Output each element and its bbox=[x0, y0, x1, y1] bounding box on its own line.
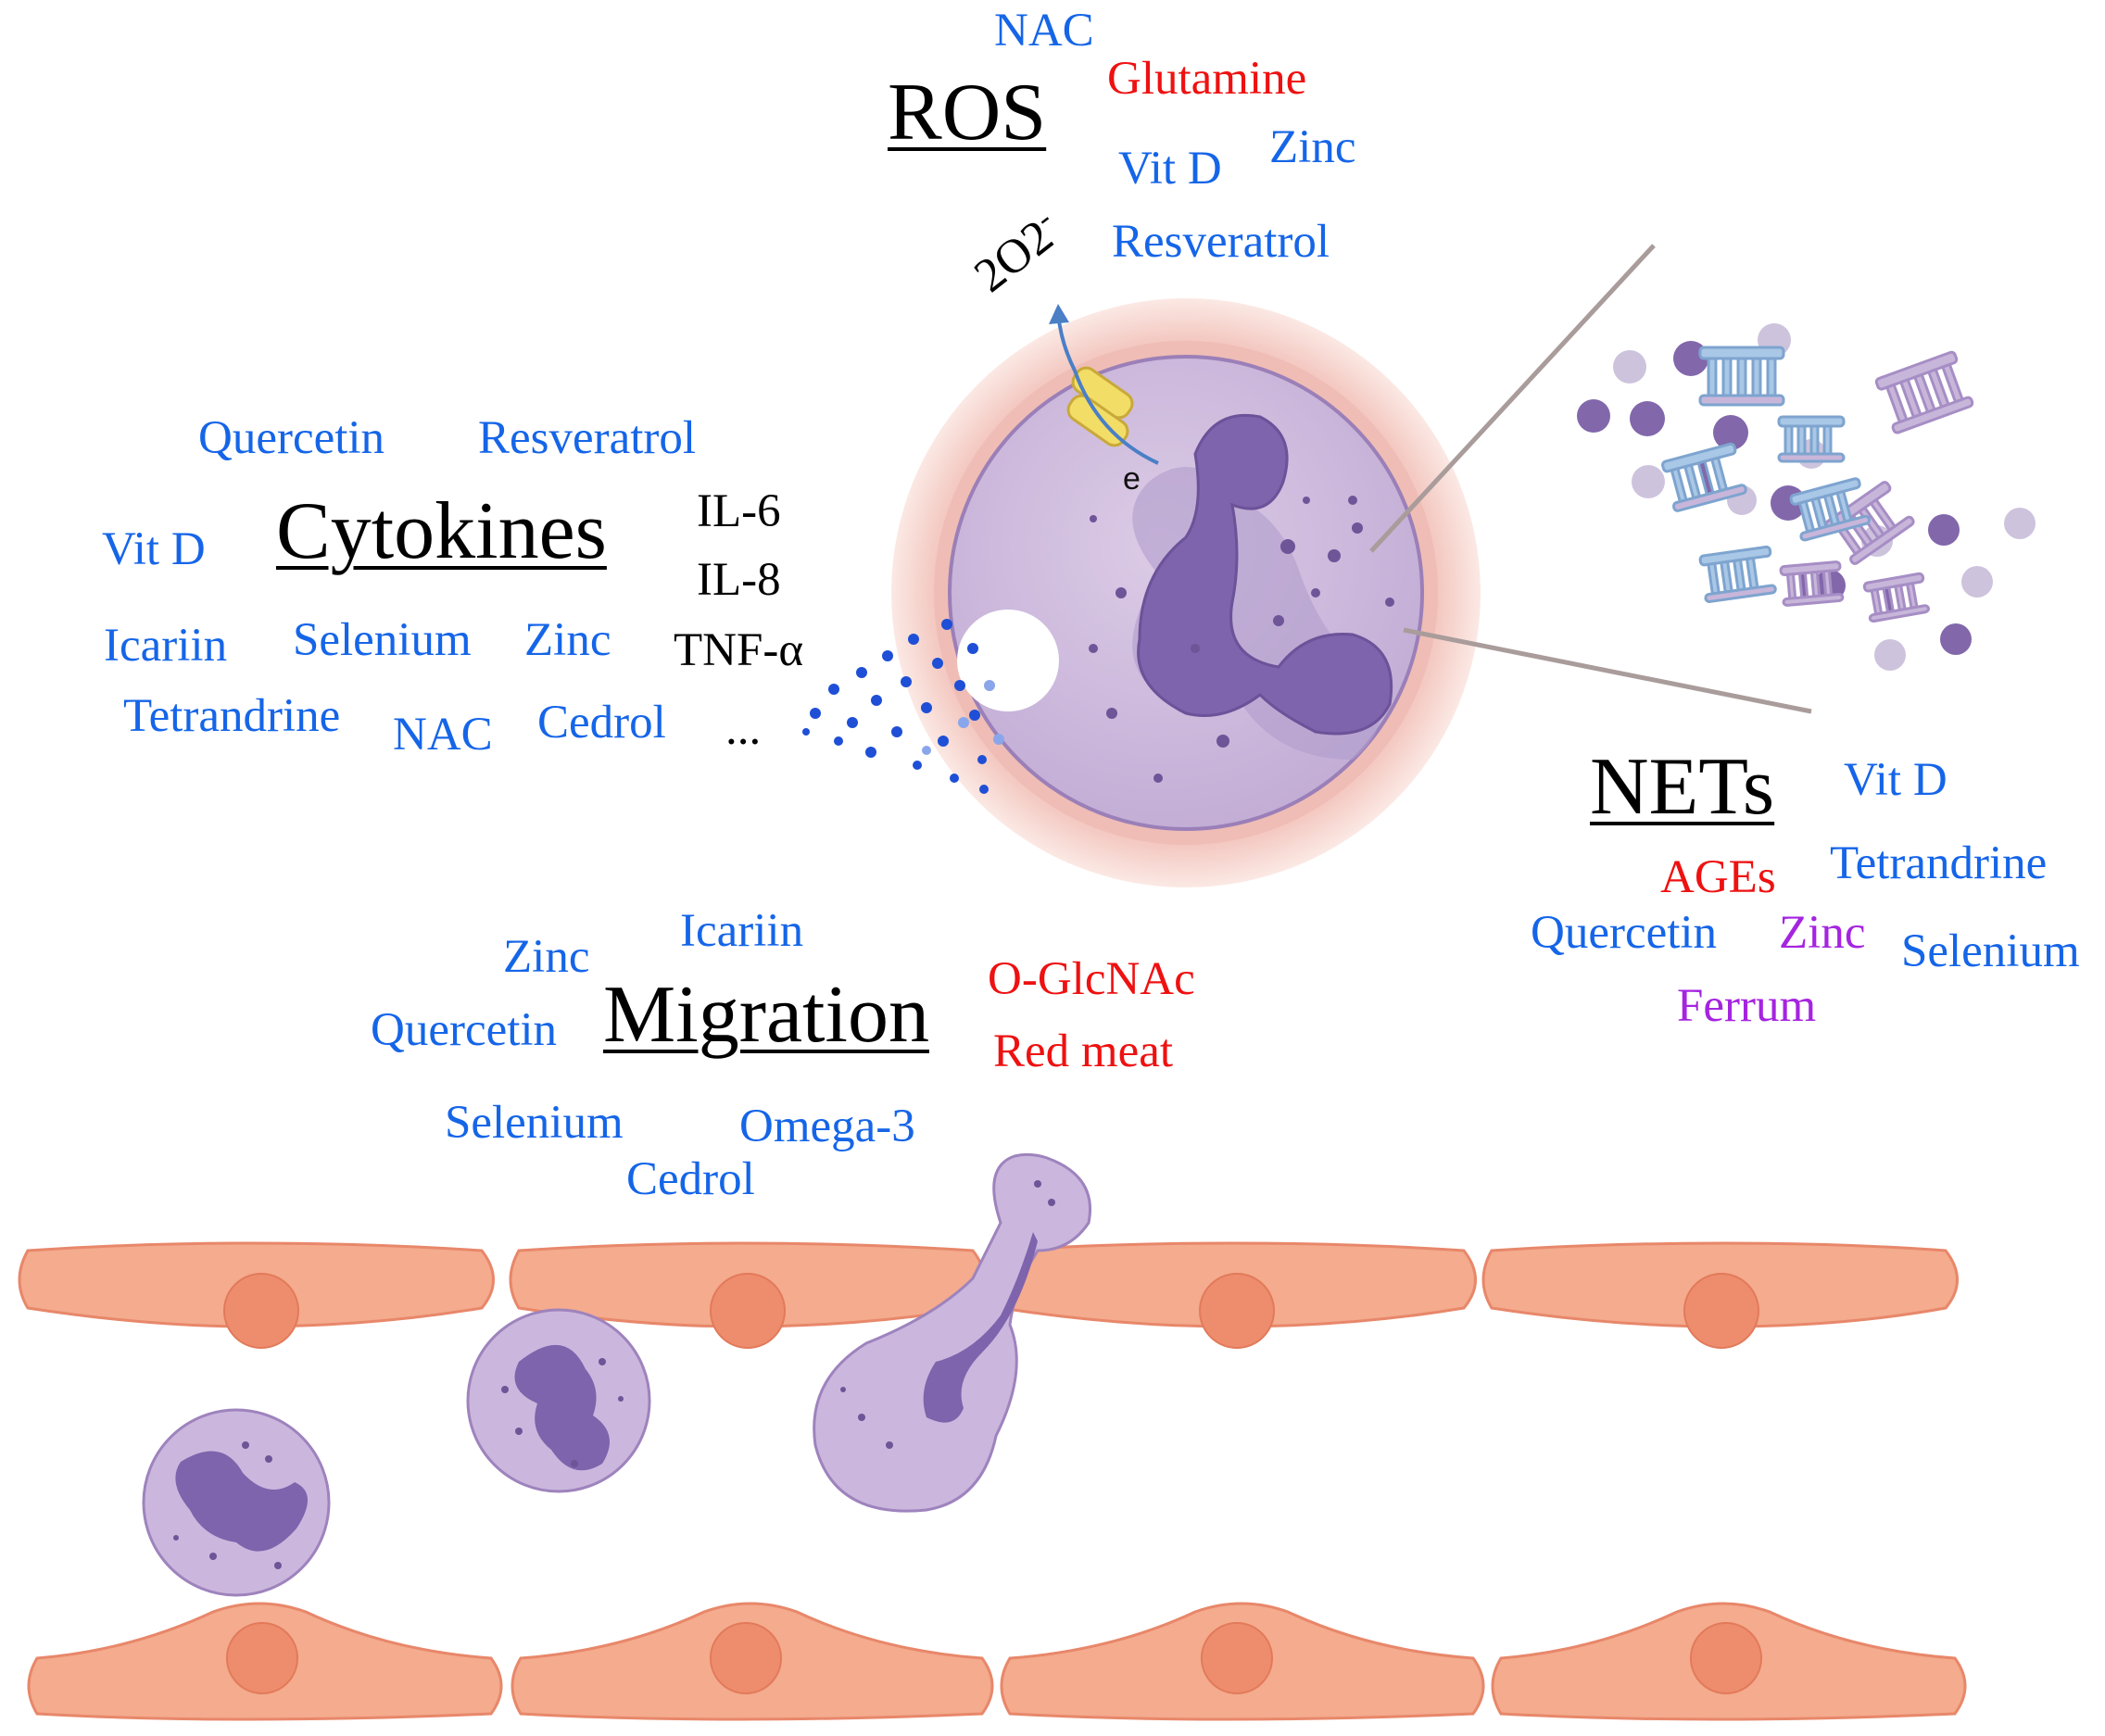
cytokine-agent-tetrandrine: Tetrandrine bbox=[123, 690, 341, 742]
migration-agent-o-glcnac: O-GlcNAc bbox=[988, 953, 1195, 1005]
central-neutrophil bbox=[891, 298, 1481, 887]
electron-flow-arrow bbox=[1056, 312, 1159, 465]
cytokine-agent-selenium: Selenium bbox=[293, 614, 472, 666]
migration-agent-zinc: Zinc bbox=[503, 931, 590, 983]
nets-agent-tetrandrine: Tetrandrine bbox=[1830, 837, 2048, 889]
migration-agent-red-meat: Red meat bbox=[993, 1025, 1174, 1077]
cytokine-tnf-alpha: TNF-α bbox=[674, 624, 804, 676]
migration-agent-quercetin: Quercetin bbox=[371, 1004, 558, 1056]
cytokine-il6: IL-6 bbox=[697, 485, 781, 537]
ros-agent-resveratrol: Resveratrol bbox=[1112, 216, 1330, 268]
nets-agent-zinc: Zinc bbox=[1779, 907, 1866, 959]
nets-agent-selenium: Selenium bbox=[1901, 925, 2080, 977]
zoom-line bbox=[1369, 244, 1656, 553]
endothelium-bottom-row bbox=[27, 1602, 1967, 1721]
migration-heading: Migration bbox=[603, 970, 929, 1060]
neutrophil-transmigrating bbox=[813, 1152, 1091, 1513]
net-dna-histone-icons bbox=[1661, 346, 1974, 623]
cytokine-release-dots bbox=[802, 619, 989, 794]
migration-agent-selenium: Selenium bbox=[445, 1097, 624, 1149]
ros-heading: ROS bbox=[888, 68, 1047, 157]
endothelial-nuclei-top bbox=[223, 1273, 1759, 1349]
zoom-line bbox=[1403, 627, 1812, 714]
neutrophil-adhering bbox=[466, 1308, 651, 1493]
ros-agent-zinc: Zinc bbox=[1269, 121, 1356, 173]
migration-agent-cedrol: Cedrol bbox=[626, 1153, 755, 1205]
membrane-opening bbox=[957, 610, 1059, 711]
endothelial-nuclei-bottom bbox=[226, 1622, 1762, 1694]
nets-heading: NETs bbox=[1590, 742, 1775, 832]
nets-agent-ferrum: Ferrum bbox=[1677, 980, 1817, 1032]
cytokine-agent-cedrol: Cedrol bbox=[537, 697, 666, 748]
ros-agent-glutamine: Glutamine bbox=[1107, 53, 1307, 105]
cytokine-il8: IL-8 bbox=[697, 554, 781, 606]
ros-agent-vit-d: Vit D bbox=[1118, 143, 1222, 195]
cytokine-ellipsis: ... bbox=[725, 703, 762, 755]
cytokine-agent-resveratrol: Resveratrol bbox=[478, 412, 697, 464]
cytokine-agent-nac: NAC bbox=[393, 709, 493, 761]
nets-agent-ages: AGEs bbox=[1660, 851, 1776, 903]
neutrophil-rolling bbox=[142, 1408, 331, 1597]
migration-agent-icariin: Icariin bbox=[680, 905, 804, 957]
electron-label: e bbox=[1123, 461, 1141, 497]
cytokine-agent-icariin: Icariin bbox=[104, 620, 228, 672]
cytokine-release-dots-light bbox=[922, 680, 1004, 755]
cytokines-heading: Cytokines bbox=[276, 486, 607, 576]
migration-agent-omega-3: Omega-3 bbox=[739, 1101, 915, 1152]
segmented-nucleus bbox=[1137, 413, 1393, 736]
granules bbox=[1089, 496, 1394, 783]
nets-agent-vit-d: Vit D bbox=[1844, 754, 1947, 806]
ros-agent-nac: NAC bbox=[994, 5, 1094, 57]
nets-agent-quercetin: Quercetin bbox=[1531, 907, 1718, 959]
cytokine-agent-quercetin: Quercetin bbox=[198, 412, 385, 464]
cytokine-agent-zinc: Zinc bbox=[524, 614, 611, 666]
cytokine-agent-vit-d: Vit D bbox=[102, 523, 206, 575]
